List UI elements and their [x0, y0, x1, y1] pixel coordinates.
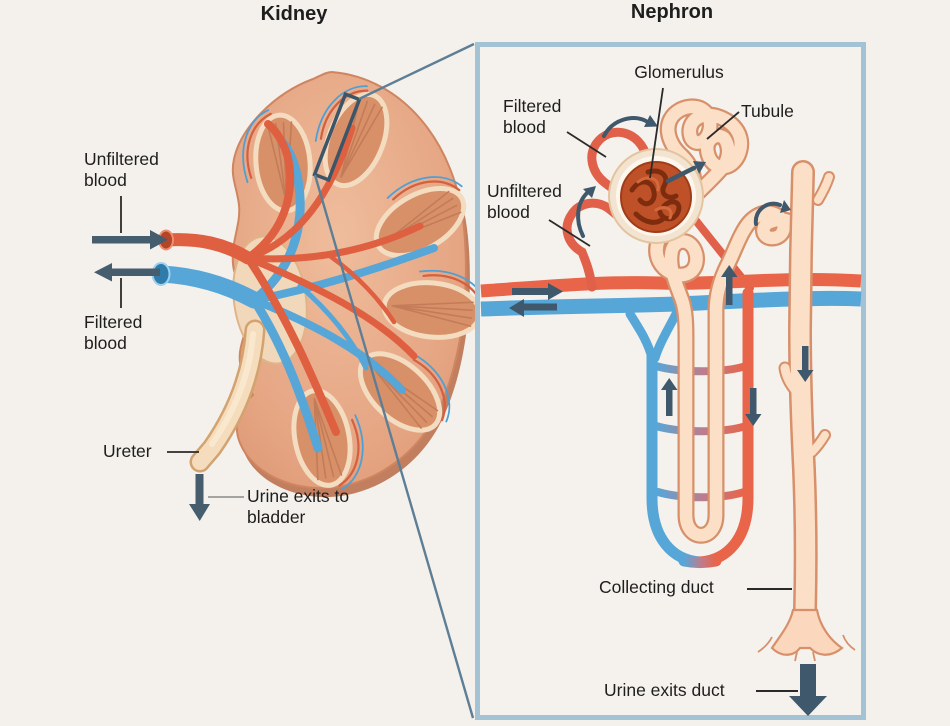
duct-papilla — [757, 608, 856, 662]
filtered-out-arrow-icon — [94, 263, 160, 282]
collecting-duct-tube — [778, 160, 835, 646]
nephron-zoom-rect — [312, 91, 362, 183]
curved-arrow-afferent-icon — [576, 186, 596, 238]
down-arrow-duct-icon — [797, 346, 814, 382]
label-collecting-duct: Collecting duct — [599, 577, 714, 597]
down-arrow-descending-artery-icon — [745, 388, 762, 426]
nephron-panel — [475, 42, 866, 720]
kidney-annotations — [92, 196, 244, 521]
label-urine-exits-bladder: Urine exits to bladder — [247, 486, 350, 527]
label-filtered-blood-nephron: Filtered blood — [503, 96, 562, 137]
label-unfiltered-blood-nephron: Unfiltered blood — [487, 181, 562, 222]
vasa-recta — [625, 287, 754, 568]
label-unfiltered-blood-kidney: Unfiltered blood — [84, 149, 159, 190]
label-urine-exits-duct: Urine exits duct — [604, 680, 725, 700]
glomerulus-capsule — [608, 148, 704, 244]
urine-down-arrow-icon — [189, 474, 210, 521]
kidney-pointer-lines — [120, 196, 244, 498]
nephron-pointer-lines — [548, 87, 798, 692]
label-glomerulus: Glomerulus — [634, 62, 724, 82]
label-ureter: Ureter — [103, 441, 152, 461]
kidney-illustration — [151, 70, 488, 498]
unfiltered-in-arrow-icon — [92, 230, 168, 250]
up-arrow-tubule-icon — [721, 265, 738, 305]
curved-arrow-efferent-icon — [602, 115, 658, 138]
label-tubule: Tubule — [741, 101, 794, 121]
inflow-arrow-icon — [512, 283, 563, 300]
curved-arrow-distal-icon — [753, 200, 791, 226]
curved-flow-arrows — [576, 115, 791, 238]
outflow-arrow-icon — [509, 299, 557, 317]
straight-arrow-proximal-icon — [665, 161, 706, 184]
zoom-connector-lines — [313, 42, 475, 719]
kidney-flow-arrows — [92, 230, 210, 521]
nephron-title: Nephron — [630, 1, 714, 23]
up-arrow-ascending-vein-icon — [661, 378, 678, 416]
kidney-title: Kidney — [260, 3, 328, 25]
label-filtered-blood-kidney: Filtered blood — [84, 312, 143, 353]
nephron-flow-arrows — [509, 265, 827, 716]
tubule-path — [648, 98, 810, 544]
urine-exit-arrow-icon — [789, 664, 827, 716]
ureter-tube — [189, 319, 266, 473]
renal-artery — [159, 120, 424, 436]
